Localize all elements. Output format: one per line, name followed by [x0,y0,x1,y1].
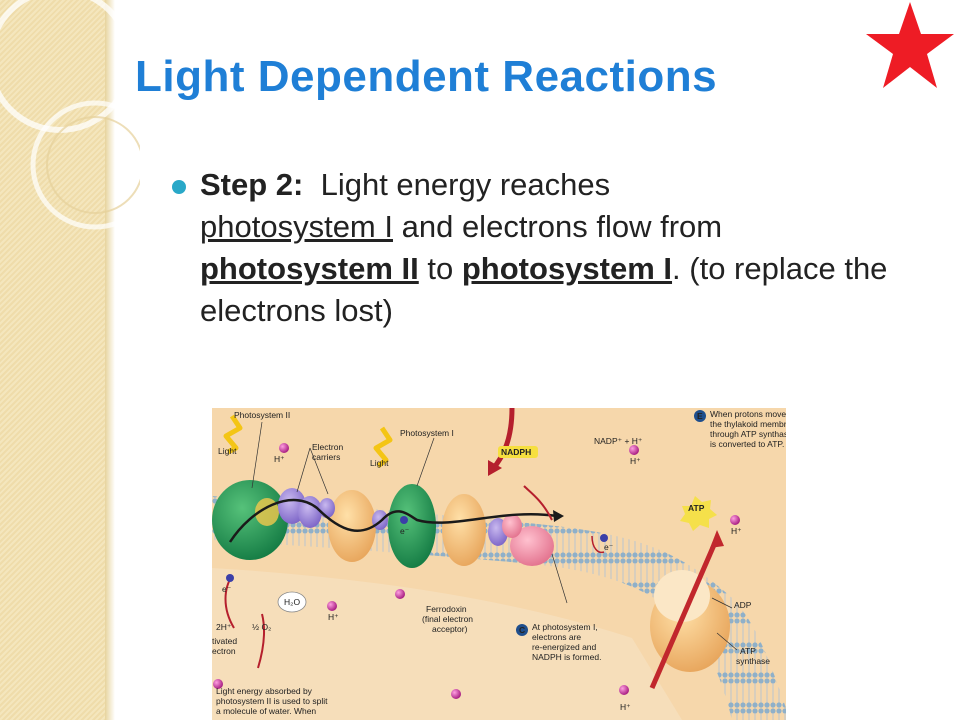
label-h-plus-e: H⁺ [731,526,742,536]
callout-e-1: When protons move across [710,409,786,419]
atp-burst-icon [680,496,717,531]
callout-c-3: re-energized and [532,642,597,652]
step-label: Step 2: [200,167,304,202]
step-text-photosystem-i-b: photosystem I [461,251,673,286]
label-light-a: Light [218,446,237,456]
red-star-icon [866,2,954,88]
label-h2o: H₂O [284,597,300,607]
label-nadph: NADPH [501,447,531,457]
c-badge-letter: C [519,625,525,635]
label-2h-plus: 2H⁺ [216,622,232,632]
label-ferrodoxin-2: (final electron [422,614,473,624]
label-nadp: NADP⁺ + H⁺ [594,436,643,446]
h-plus-dots [213,443,740,699]
bullet-dot-icon [172,180,186,194]
light-bolt-icon-ps1 [373,426,393,468]
label-electron: Electron [312,442,343,452]
label-ferrodoxin-1: Ferrodoxin [426,604,467,614]
label-h-plus-c: H⁺ [630,456,641,466]
step-text-3: and electrons flow from [401,209,723,244]
atp-synthase-channel-arrow [649,537,720,689]
label-e-minus-a: e⁻ [400,526,410,536]
thylakoid-membrane-diagram: Photosystem II Light H⁺ Electron carrier… [212,408,786,720]
step-text-5: to [427,251,454,286]
callout-e-4: is converted to ATP. [710,439,784,449]
label-h-plus-b: H⁺ [328,612,339,622]
step-text-photosystem-ii: photosystem II [200,251,419,286]
nadph-box [498,446,538,458]
step-text-photosystem-i-a: photosystem I [200,209,393,244]
label-light-b: Light [370,458,389,468]
label-h-plus-d: H⁺ [620,702,631,712]
slide-title: Light Dependent Reactions [135,52,718,101]
label-atp: ATP [688,503,705,513]
step-2-paragraph: Step 2: Light energy reaches photosystem … [200,164,940,332]
e-badge-icon [694,410,706,422]
atp-synthase [649,530,730,689]
callout-c-2: electrons are [532,632,581,642]
label-atp-synthase-2: synthase [736,656,770,666]
callout-c-1: At photosystem I, [532,622,598,632]
label-activated-2: ectron [212,646,236,656]
step-text-7: . (to replace the electrons lost) [200,251,888,328]
label-ferrodoxin-3: acceptor) [432,624,468,634]
caption-bottom-1: Light energy absorbed by [216,686,313,696]
label-adp: ADP [734,600,752,610]
c-badge-icon [516,624,528,636]
callout-e-2: the thylakoid membrane [710,419,786,429]
light-bolt-icon-ps2 [223,414,243,455]
label-atp-synthase-1: ATP [740,646,756,656]
caption-bottom-3: a molecule of water. When [216,706,316,716]
water-molecule [277,591,307,613]
label-e-minus-c: e⁻ [222,584,232,594]
electron-flow-arrow [228,498,558,543]
electron-carrier-complex [319,490,388,562]
side-band-edge [105,0,115,720]
label-photosystem-i: Photosystem I [400,428,454,438]
label-half-o2: ½ O₂ [252,622,271,632]
photosystem-i-complex [388,484,554,568]
decorative-rings [0,0,140,230]
water-split-arrow-b [257,613,266,669]
e-badge-letter: E [697,411,703,421]
label-carriers: carriers [312,452,340,462]
nadph-arrow [523,485,553,521]
ferrodoxin-arrow [591,535,605,554]
callout-c-4: NADPH is formed. [532,652,601,662]
label-activated-1: tivated [212,636,237,646]
label-h-plus-a: H⁺ [274,454,285,464]
label-photosystem-ii: Photosystem II [234,410,290,420]
callout-lines [251,421,738,651]
callout-e-3: through ATP synthase, ADP [710,429,786,439]
thylakoid-membrane [212,496,786,720]
diagram-svg: Photosystem II Light H⁺ Electron carrier… [212,408,786,720]
step-text-1: Light energy reaches [320,167,611,202]
caption-bottom-2: photosystem II is used to split [216,696,328,706]
label-e-minus-b: e⁻ [604,542,614,552]
